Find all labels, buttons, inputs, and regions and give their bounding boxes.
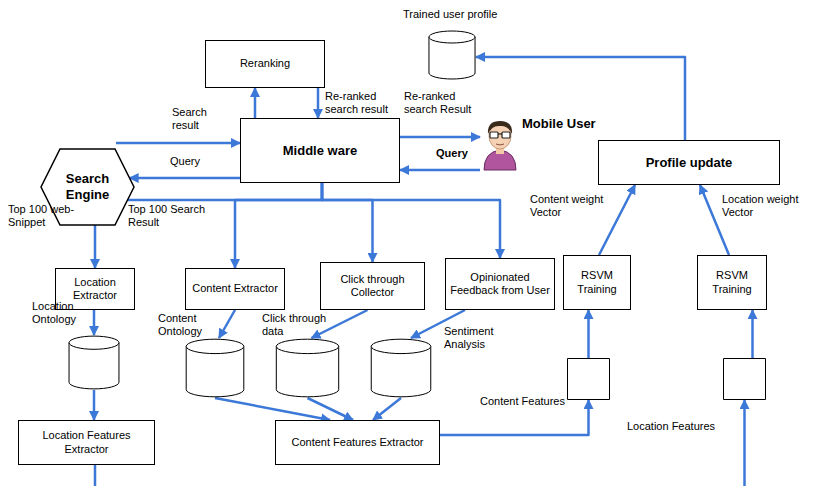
flow-arrow (235, 183, 322, 268)
flow-arrow (587, 310, 590, 358)
cyl-outline (275, 338, 340, 398)
cyl-outline (370, 338, 432, 398)
node-label: RSVM Training (567, 269, 627, 295)
process-box: RSVM Training (563, 255, 631, 310)
process-box: Profile update (598, 140, 780, 185)
process-box: Reranking (205, 40, 325, 88)
node-label: Search Engine (40, 171, 135, 202)
feature-box: Location Features (723, 358, 766, 400)
process-box: RSVM Training (697, 255, 767, 310)
node-label: Content Extractor (192, 282, 278, 295)
small-outline (567, 358, 610, 400)
database-cylinder: Click through data (275, 338, 340, 398)
node-heading: Content Features (480, 395, 565, 408)
node-heading: Sentiment Analysis (444, 325, 504, 351)
node-heading: Content Ontology (158, 312, 208, 338)
node-label: Location Features Extractor (22, 429, 151, 455)
process-box: Location Features Extractor (18, 420, 155, 465)
flow-arrow (116, 142, 240, 145)
flow-arrow (93, 390, 96, 420)
flow-arrow (322, 183, 373, 262)
flow-arrow (254, 88, 257, 118)
node-label: Content Features Extractor (291, 436, 423, 449)
cyl-outline (68, 335, 120, 390)
annotation-label: Re-ranked search result (325, 90, 407, 116)
small-outline (723, 358, 766, 400)
middleware-box: Middle ware (240, 118, 400, 183)
flow-arrow (219, 310, 235, 338)
process-box: Content Features Extractor (275, 420, 440, 465)
flow-arrow (317, 88, 320, 118)
flow-arrow (751, 310, 754, 358)
node-label: Middle ware (283, 143, 357, 159)
annotation-label: Re-ranked search Result (404, 90, 484, 116)
annotation-label: Location weight Vector (722, 193, 812, 219)
flow-arrow (308, 398, 354, 420)
node-label: Location Extractor (59, 276, 131, 302)
person-outline (480, 116, 520, 170)
process-box: Content Extractor (185, 268, 285, 310)
flow-arrow (93, 310, 96, 335)
node-label: RSVM Training (701, 269, 763, 295)
cyl-outline (428, 30, 476, 80)
node-label: Opinionated Feedback from User (449, 271, 551, 297)
node-heading: Location Features (627, 420, 715, 433)
annotation-label: Content weight Vector (530, 193, 612, 219)
annotation-label: Top 100 web-Snippet (8, 203, 80, 229)
node-heading: Mobile User (522, 116, 622, 132)
flow-arrow (95, 400, 745, 486)
flow-arrow (130, 177, 240, 180)
annotation-label: Search result (172, 106, 218, 132)
database-cylinder: Location Ontology (68, 335, 120, 390)
cyl-outline (185, 338, 245, 398)
flow-arrow (400, 136, 480, 139)
flow-arrow (322, 183, 500, 258)
database-cylinder: Trained user profile (428, 30, 476, 80)
database-cylinder: Sentiment Analysis (370, 338, 432, 398)
feature-box: Content Features (567, 358, 610, 400)
flow-arrow (476, 57, 685, 140)
annotation-label: Query (436, 147, 476, 160)
process-box: Opinionated Feedback from User (445, 258, 555, 310)
node-heading: Location Ontology (32, 300, 90, 326)
process-box: Click through Collector (320, 262, 425, 310)
flow-arrow (599, 185, 635, 255)
flow-arrow (373, 398, 401, 420)
node-label: Click through Collector (324, 273, 421, 299)
node-label: Profile update (646, 155, 733, 171)
annotation-label: Query (170, 155, 210, 168)
node-label: Reranking (240, 57, 290, 70)
mobile-user: Mobile User (480, 116, 520, 170)
annotation-label: Top 100 Search Result (128, 203, 212, 229)
node-heading: Click through data (262, 312, 334, 338)
node-heading: Trained user profile (403, 8, 513, 21)
flow-arrow (400, 169, 480, 172)
database-cylinder: Content Ontology (185, 338, 245, 398)
